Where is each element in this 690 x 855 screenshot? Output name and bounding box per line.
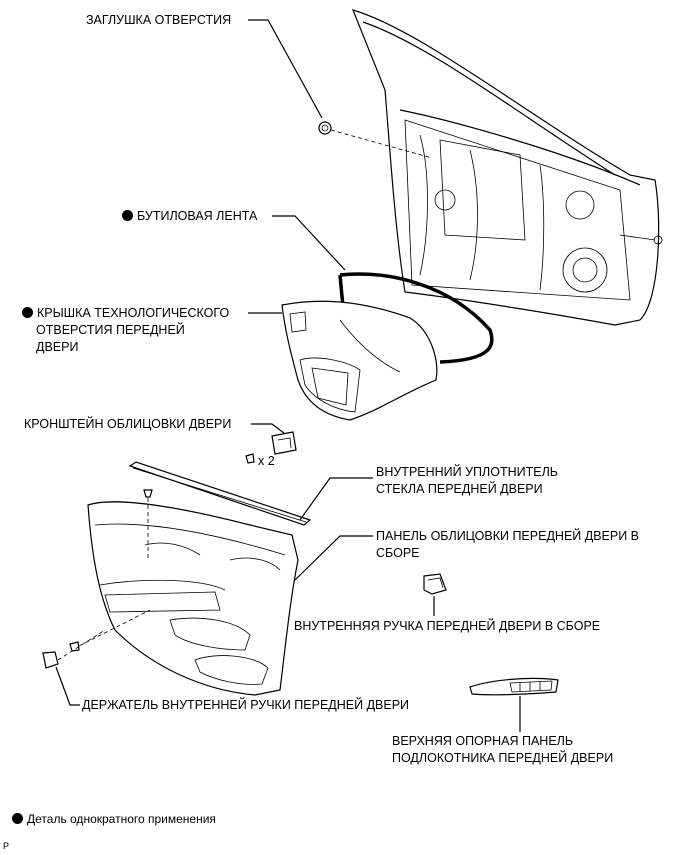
- label-service-hole-cover: КРЫШКА ТЕХНОЛОГИЧЕСКОГО: [22, 305, 229, 322]
- clip-part: [143, 489, 153, 560]
- label-service-hole-cover-line3: ДВЕРИ: [36, 340, 79, 354]
- legend-text: Деталь однократного применения: [27, 812, 216, 826]
- inside-handle-part: [423, 573, 447, 595]
- trim-bracket-part: [245, 431, 297, 464]
- corner-mark: P: [3, 841, 10, 851]
- label-armrest-panel-line2: ПОДЛОКОТНИКА ПЕРЕДНЕЙ ДВЕРИ: [392, 751, 614, 765]
- leader-trim-board: [294, 535, 373, 581]
- leader-butyl-tape: [272, 215, 346, 271]
- label-service-hole-cover-line2: ОТВЕРСТИЯ ПЕРЕДНЕЙ: [36, 323, 185, 337]
- leader-hole-plug: [248, 19, 323, 119]
- legend: Деталь однократного применения: [12, 811, 216, 828]
- non-reusable-icon: [122, 210, 133, 221]
- screw-part: [69, 609, 151, 652]
- leader-weatherstrip: [299, 477, 373, 521]
- label-quantity: x 2: [258, 454, 275, 468]
- label-trim-board-line2: СБОРЕ: [376, 546, 420, 560]
- label-handle-bezel: ДЕРЖАТЕЛЬ ВНУТРЕННЕЙ РУЧКИ ПЕРЕДНЕЙ ДВЕР…: [82, 698, 410, 712]
- label-trim-board-line1: ПАНЕЛЬ ОБЛИЦОВКИ ПЕРЕДНЕЙ ДВЕРИ В: [376, 529, 640, 543]
- label-butyl-tape: БУТИЛОВАЯ ЛЕНТА: [122, 208, 257, 225]
- label-weatherstrip-line2: СТЕКЛА ПЕРЕДНЕЙ ДВЕРИ: [376, 482, 543, 496]
- handle-bezel-part: [42, 629, 106, 669]
- non-reusable-icon: [22, 307, 33, 318]
- label-service-hole-cover-line1: КРЫШКА ТЕХНОЛОГИЧЕСКОГО: [37, 306, 230, 320]
- label-butyl-tape-text: БУТИЛОВАЯ ЛЕНТА: [137, 209, 258, 223]
- hole-plug-part: [318, 121, 433, 159]
- label-inside-handle: ВНУТРЕННЯЯ РУЧКА ПЕРЕДНЕЙ ДВЕРИ В СБОРЕ: [294, 619, 601, 633]
- label-trim-bracket: КРОНШТЕЙН ОБЛИЦОВКИ ДВЕРИ: [24, 417, 232, 431]
- door-trim-board-part: [87, 501, 299, 696]
- service-hole-cover-part: [281, 300, 438, 421]
- leader-handle-bezel: [55, 666, 80, 706]
- armrest-panel-part: [469, 677, 559, 696]
- label-armrest-panel-line1: ВЕРХНЯЯ ОПОРНАЯ ПАНЕЛЬ: [392, 734, 574, 748]
- leader-trim-bracket: [251, 423, 285, 434]
- door-frame: [351, 9, 663, 326]
- label-weatherstrip-line1: ВНУТРЕННИЙ УПЛОТНИТЕЛЬ: [376, 465, 558, 479]
- weatherstrip-part: [128, 461, 312, 526]
- label-hole-plug: ЗАГЛУШКА ОТВЕРСТИЯ: [86, 13, 232, 27]
- non-reusable-icon: [12, 813, 23, 824]
